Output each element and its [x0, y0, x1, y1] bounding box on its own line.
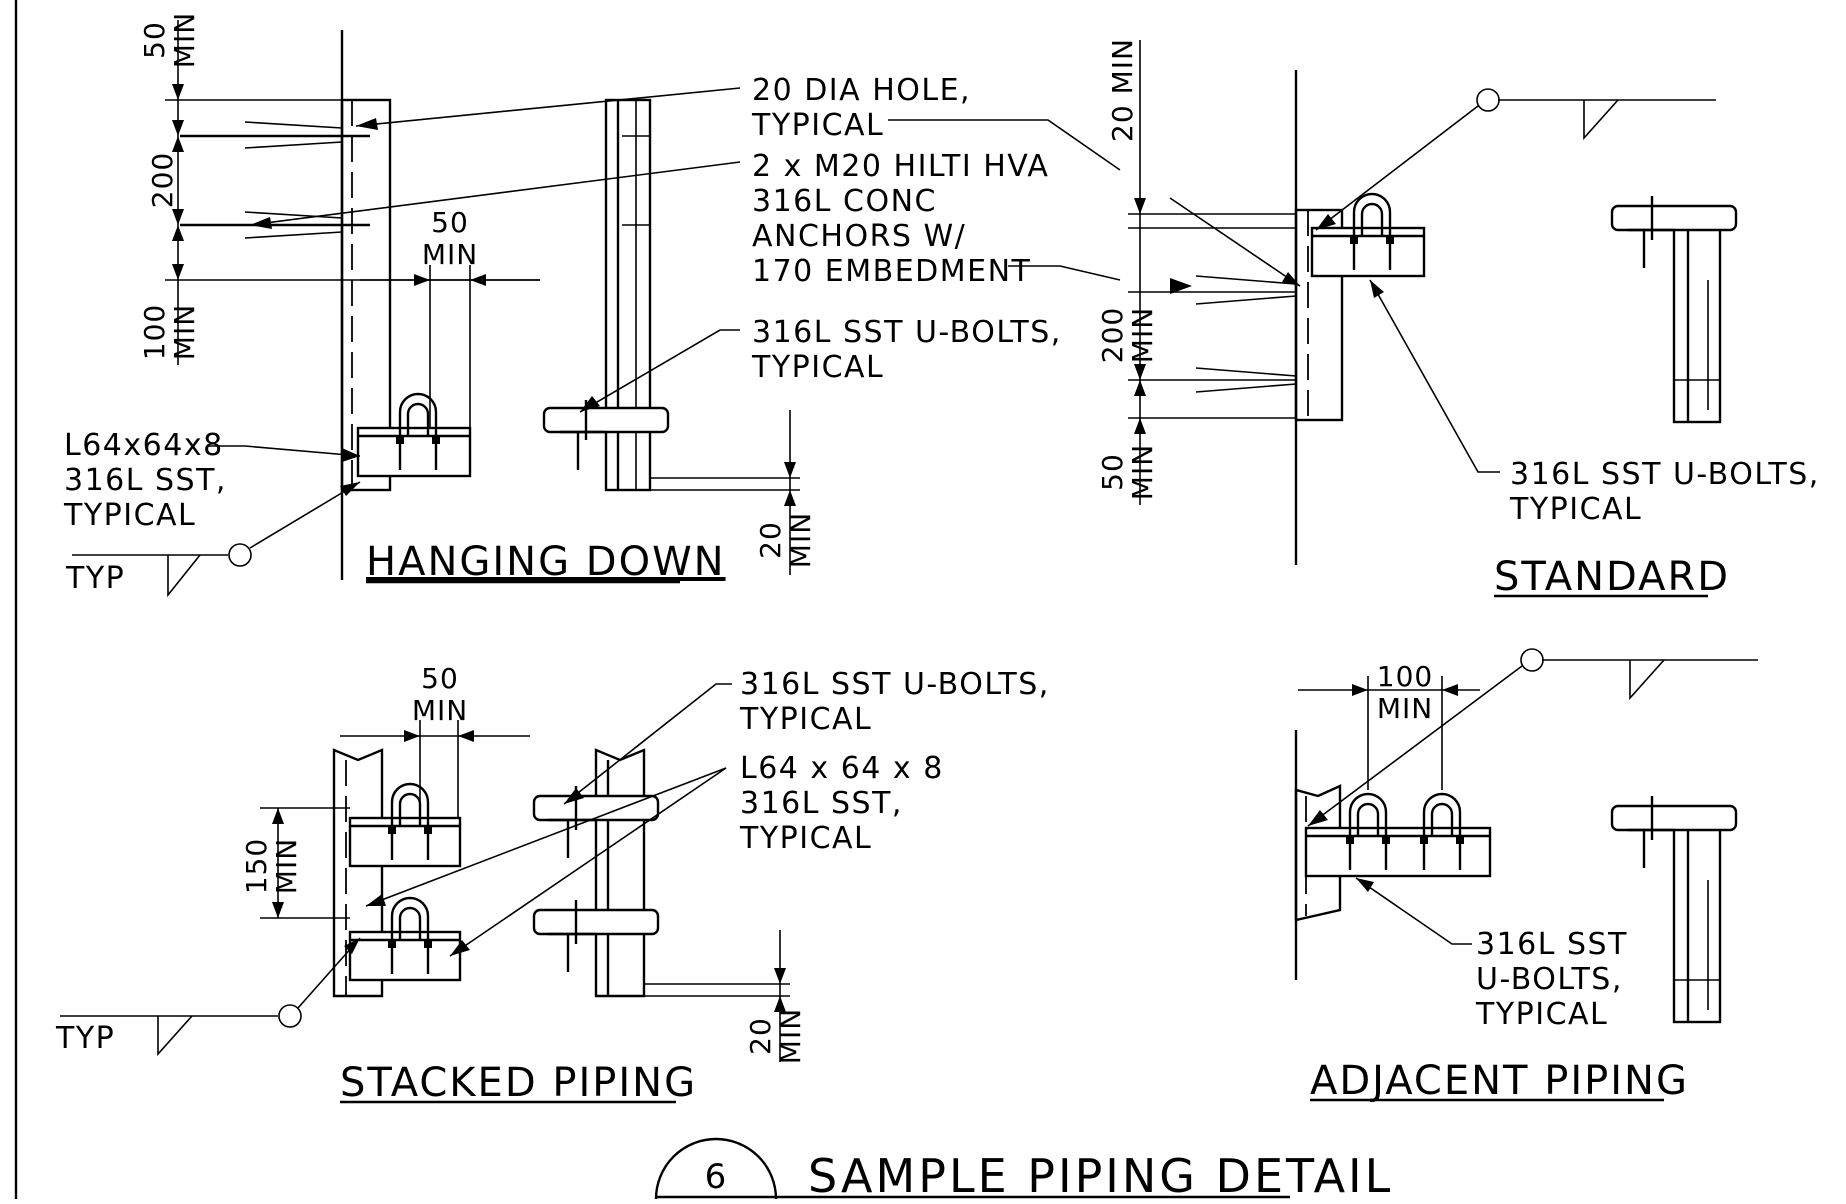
dim-base-label: 20MIN — [744, 1008, 807, 1064]
side-strut — [1672, 210, 1722, 424]
channel-strut — [332, 748, 384, 998]
leader-anchor — [249, 161, 741, 226]
note-ubolt: 316L SST U-BOLTS,TYPICAL — [751, 315, 1062, 385]
side-strut — [594, 748, 646, 998]
weld-typ-label: TYP — [65, 561, 125, 596]
leader-hole — [355, 87, 741, 127]
note-ubolt: 316L SST U-BOLTS,TYPICAL — [1509, 457, 1820, 527]
side-pipe — [542, 406, 670, 434]
detail-title: SAMPLE PIPING DETAIL — [808, 1149, 1393, 1199]
note-hole: 20 DIA HOLE,TYPICAL — [751, 73, 971, 143]
side-strut — [1672, 810, 1722, 1024]
leader-angle — [208, 445, 361, 457]
side-strut — [604, 98, 652, 492]
channel-strut — [340, 98, 392, 492]
side-pipe-lower — [532, 908, 660, 936]
view-title-hanging-down: HANGING DOWN — [366, 539, 726, 585]
leader-ubolt — [1369, 279, 1500, 473]
u-bolt-lower — [388, 896, 432, 974]
view-title-standard: STANDARD — [1494, 554, 1730, 600]
dim-mid-label: 200 — [146, 152, 179, 208]
weld-symbol — [60, 937, 361, 1057]
side-pipe — [1610, 804, 1738, 832]
u-bolt — [396, 392, 440, 470]
channel-strut — [1294, 208, 1344, 422]
anchor-bottom — [180, 211, 370, 239]
leader-angle-upper — [365, 767, 727, 907]
view-title-adjacent-piping: ADJACENT PIPING — [1310, 1058, 1689, 1104]
detail-bubble — [654, 1137, 778, 1200]
weld-symbol — [72, 481, 361, 598]
weld-symbol — [1307, 648, 1758, 827]
detail-title-block: 6 SAMPLE PIPING DETAIL — [654, 1137, 1393, 1203]
anchor-top — [1195, 275, 1297, 305]
dim-mid-label: 200MIN — [1096, 307, 1159, 363]
leader-angle-lower — [449, 767, 727, 957]
dim-top-label: 20 MIN — [1106, 38, 1139, 142]
u-bolt-left — [1346, 792, 1390, 870]
leader-ubolt — [1355, 877, 1472, 945]
leader-hole-right — [888, 119, 1121, 171]
side-pipe — [1610, 204, 1738, 232]
note-ubolt: 316L SST U-BOLTS,TYPICAL — [739, 667, 1050, 737]
leader-ubolt — [563, 683, 732, 805]
view-standard: 20 MIN 200MIN 50MIN — [1096, 38, 1820, 600]
dim-bot-label: 50MIN — [1096, 444, 1159, 500]
detail-number: 6 — [705, 1157, 728, 1197]
side-pipe-upper — [532, 794, 660, 822]
leader-ubolt — [579, 329, 740, 413]
weld-symbol — [1315, 88, 1716, 231]
anchor-top — [180, 121, 370, 149]
view-title-stacked-piping: STACKED PIPING — [340, 1060, 697, 1106]
dim-mid-label: 150MIN — [240, 838, 303, 894]
dim-bot-label: 100MIN — [138, 304, 201, 360]
dim-base-label: 20MIN — [754, 512, 817, 568]
weld-typ-label: TYP — [55, 1021, 115, 1056]
u-bolt-right — [1420, 792, 1464, 870]
u-bolt-upper — [388, 782, 432, 860]
dim-top-label: 50MIN — [138, 12, 201, 68]
anchor-bottom — [1195, 367, 1297, 393]
u-bolt — [1350, 192, 1394, 270]
leader-anchor-right — [1008, 265, 1121, 281]
